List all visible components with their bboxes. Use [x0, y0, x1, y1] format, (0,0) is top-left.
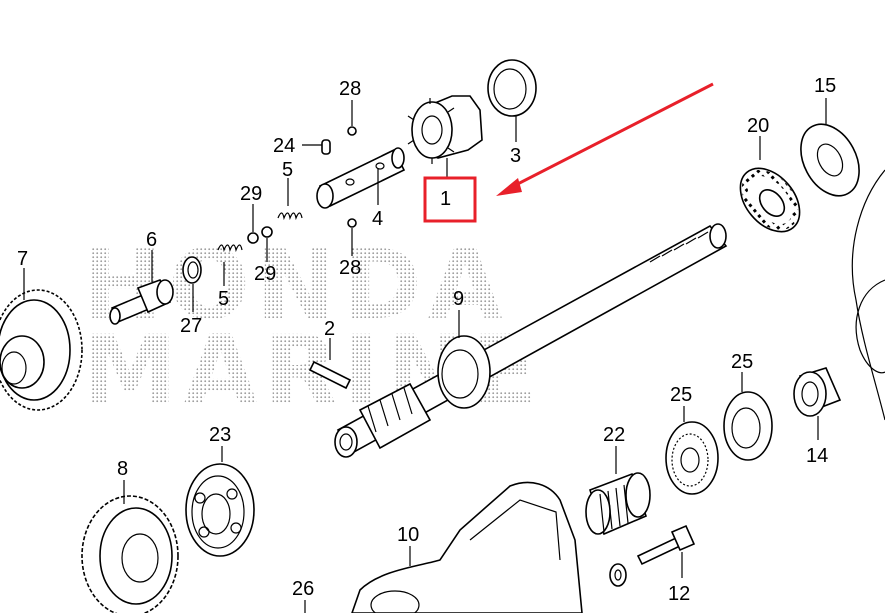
- part-9-main-shaft: [334, 223, 728, 458]
- part-24-pin: [302, 139, 331, 155]
- label-part-4: 4: [372, 208, 383, 230]
- part-10-gearcase: [351, 481, 583, 613]
- label-part-6: 6: [146, 229, 157, 251]
- part-1-clutch: [407, 95, 483, 178]
- label-part-24: 24: [273, 135, 295, 157]
- part-28-bottom: [347, 218, 357, 256]
- part-20-bearing: [739, 136, 801, 233]
- part-5-spring-left: [217, 244, 243, 286]
- part-3-ring: [487, 59, 537, 142]
- part-6-shaft: [109, 250, 174, 325]
- part-23-bearing: [185, 446, 255, 557]
- label-part-23: 23: [209, 424, 231, 446]
- label-part-8: 8: [117, 458, 128, 480]
- part-27-clip: [182, 256, 202, 312]
- part-29-ball-left: [247, 204, 259, 244]
- part-25-seal-left: [665, 406, 719, 495]
- part-labels: 1 2 3 4 5 5 6 7 8 9 10 12 14 15 20 22 23…: [17, 75, 836, 605]
- label-part-1: 1: [440, 188, 451, 210]
- label-part-9: 9: [453, 288, 464, 310]
- label-part-25-left: 25: [670, 384, 692, 406]
- label-part-26: 26: [292, 578, 314, 600]
- part-5-spring-right: [277, 178, 303, 221]
- label-part-28-top: 28: [339, 78, 361, 100]
- label-part-7: 7: [17, 248, 28, 270]
- part-2-pin: [308, 338, 352, 390]
- part-29-ball-right: [261, 226, 273, 262]
- part-15-washer: [800, 98, 860, 197]
- small-washer: [609, 563, 627, 587]
- label-part-20: 20: [747, 115, 769, 137]
- label-part-10: 10: [397, 524, 419, 546]
- part-22-needle-bearing: [585, 446, 651, 536]
- label-part-14: 14: [806, 445, 828, 467]
- label-part-29-right: 29: [254, 263, 276, 285]
- label-part-2: 2: [324, 318, 335, 340]
- label-part-29-left: 29: [240, 183, 262, 205]
- label-part-28-bottom: 28: [339, 257, 361, 279]
- label-part-27: 27: [180, 315, 202, 337]
- red-arrow-icon: [496, 82, 714, 196]
- label-part-5-left: 5: [218, 288, 229, 310]
- part-14-bushing: [793, 367, 842, 440]
- part-28-top: [347, 100, 357, 136]
- label-part-3: 3: [510, 145, 521, 167]
- label-part-25-right: 25: [731, 351, 753, 373]
- label-part-22: 22: [603, 424, 625, 446]
- highlight-box: [423, 176, 477, 223]
- label-part-12: 12: [668, 583, 690, 605]
- part-7-gear: [0, 268, 83, 411]
- part-8-bevel-gear: [81, 480, 179, 613]
- part-12-bolt: [636, 524, 696, 578]
- label-part-15: 15: [814, 75, 836, 97]
- label-part-5-right: 5: [282, 159, 293, 181]
- part-25-seal-right: [723, 372, 773, 461]
- part-4-rod: [316, 147, 406, 209]
- housing-right-edge: [851, 169, 885, 421]
